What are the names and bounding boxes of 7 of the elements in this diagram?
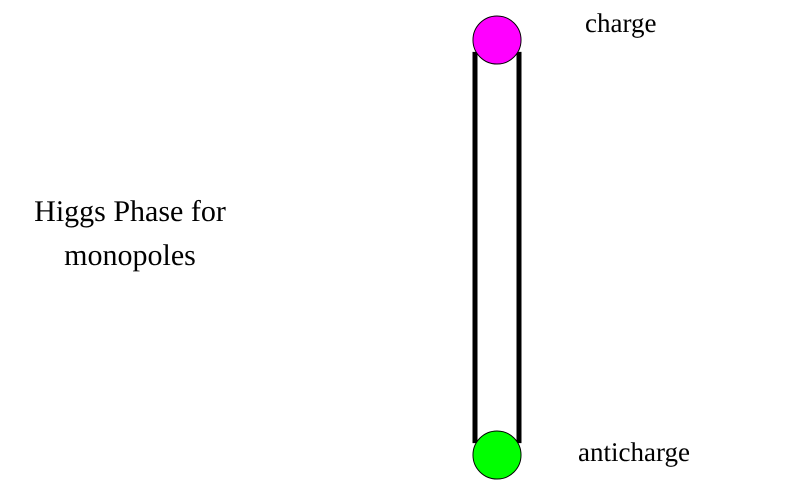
- circle: [472, 15, 522, 65]
- node-caption: charge: [585, 8, 656, 39]
- circle: [472, 430, 522, 480]
- line: [472, 52, 478, 444]
- node-caption: anticharge: [578, 437, 690, 468]
- diagram-label: Higgs Phase for monopoles: [33, 194, 227, 274]
- line: [516, 52, 522, 444]
